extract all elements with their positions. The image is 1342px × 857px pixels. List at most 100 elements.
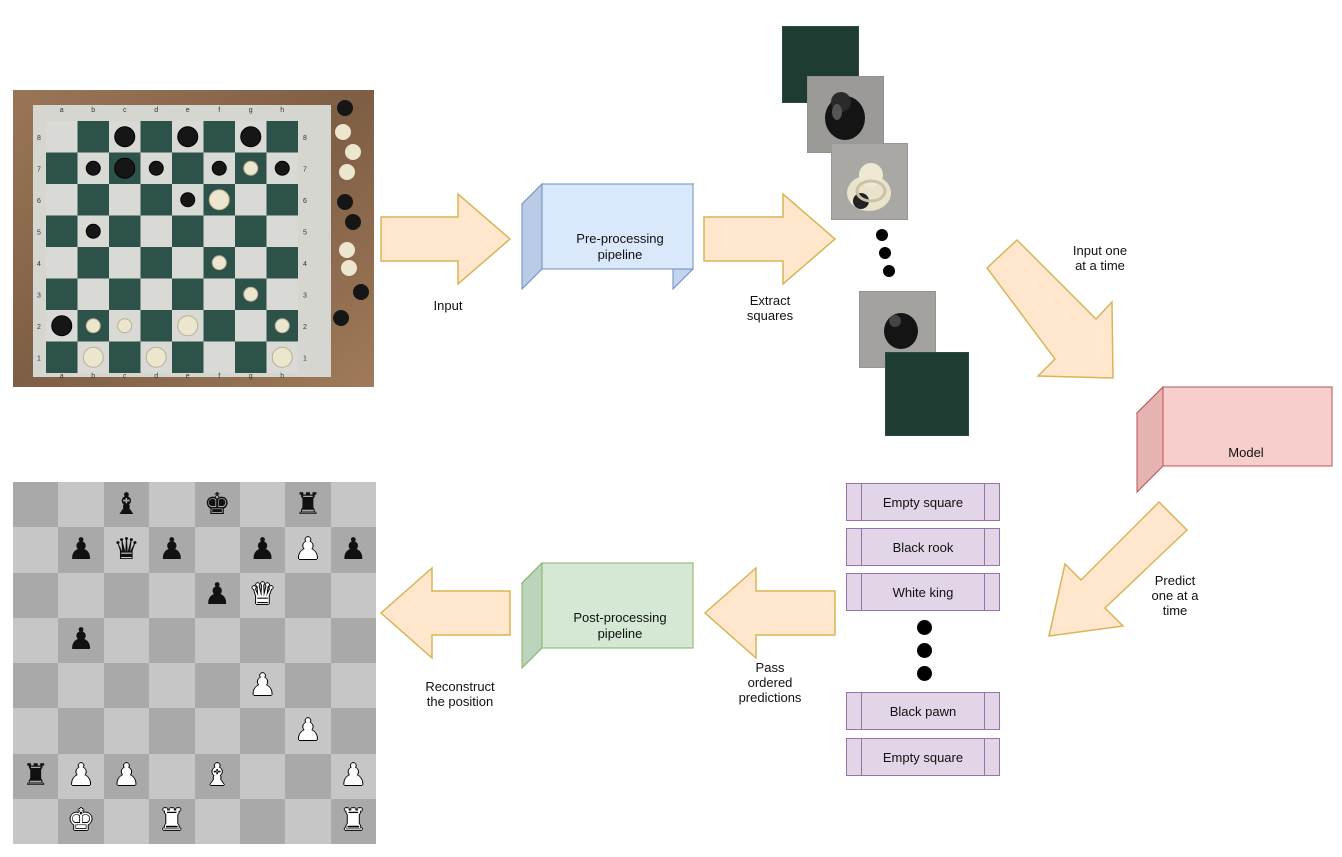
photo-black-piece: [85, 160, 101, 176]
label-predict: Predict one at a time: [1151, 573, 1199, 618]
board-square: [285, 663, 331, 709]
board-square: [58, 617, 104, 663]
photo-rank-label: 2: [37, 324, 41, 331]
photo-square: [172, 341, 204, 373]
label-input: Input: [433, 298, 463, 313]
white-queen-icon: ♛: [249, 577, 277, 613]
board-square: [58, 663, 104, 709]
photo-square: [203, 278, 235, 310]
captured-piece: [333, 310, 349, 326]
photo-rank-label: 4: [37, 261, 41, 268]
board-square: [330, 527, 376, 573]
board-square: [149, 482, 195, 528]
photo-rank-label: 6: [303, 198, 307, 205]
board-square: [13, 798, 59, 844]
photo-square: [140, 184, 172, 216]
arrow-input: [380, 192, 512, 286]
white-rook-icon: ♜: [339, 803, 367, 839]
board-square: [13, 482, 59, 528]
ellipsis-dot: [917, 643, 932, 658]
arrow-input-one: [985, 238, 1114, 379]
photo-file-label: b: [91, 107, 95, 114]
prediction-item: Empty square: [846, 483, 1000, 521]
post-processing-label: Post-processing pipeline: [573, 610, 667, 641]
photo-square: [172, 215, 204, 247]
black-pawn-icon: ♟: [249, 531, 277, 567]
photo-square: [266, 247, 298, 279]
captured-piece: [337, 194, 353, 210]
board-square: [194, 663, 240, 709]
photo-white-piece: [85, 318, 101, 334]
reconstructed-board: ♝♚♜♟♛♟♟♟♟♟♛♟♟♟♜♟♟♝♟♚♜♜: [13, 482, 376, 844]
photo-square: [109, 215, 141, 247]
model-box: [1136, 386, 1334, 494]
square-empty-2: [885, 352, 969, 436]
white-pawn-icon: ♟: [112, 758, 140, 794]
photo-square: [140, 310, 172, 342]
photo-file-label: d: [154, 373, 158, 380]
black-pawn-icon: ♟: [203, 577, 231, 613]
board-square: [194, 708, 240, 754]
photo-white-piece: [243, 286, 259, 302]
photo-file-label: e: [186, 107, 190, 114]
white-rook-icon: ♜: [158, 803, 186, 839]
white-pawn-icon: ♟: [339, 758, 367, 794]
board-square: [330, 753, 376, 799]
board-square: [13, 663, 59, 709]
black-pawn-icon: ♟: [339, 531, 367, 567]
black-bishop-icon: ♝: [112, 486, 140, 522]
photo-file-label: h: [280, 373, 284, 380]
board-square: [330, 798, 376, 844]
board-square: [103, 527, 150, 573]
board-square: [194, 527, 240, 573]
photo-black-piece: [114, 126, 136, 148]
photo-square: [172, 152, 204, 184]
prediction-item: Black rook: [846, 528, 1000, 566]
photo-square: [46, 121, 78, 153]
photo-black-piece: [148, 160, 164, 176]
photo-rank-label: 4: [303, 261, 307, 268]
photo-square: [46, 184, 78, 216]
photo-white-piece: [117, 318, 133, 334]
board-square: [103, 708, 150, 754]
photo-square: [235, 247, 267, 279]
photo-file-label: g: [249, 107, 253, 114]
board-square: [239, 527, 286, 573]
board-square: [13, 572, 59, 618]
board-square: [13, 527, 59, 573]
photo-file-label: f: [218, 373, 220, 380]
board-square: [103, 572, 150, 618]
photo-square: [140, 247, 172, 279]
photo-square: [235, 184, 267, 216]
board-square: [239, 572, 286, 618]
photo-white-piece: [274, 318, 290, 334]
photo-square: [266, 184, 298, 216]
photo-rank-label: 2: [303, 324, 307, 331]
arrow-extract: [703, 192, 837, 286]
prediction-item: Black pawn: [846, 692, 1000, 730]
photo-square: [266, 121, 298, 153]
board-square: [58, 708, 104, 754]
photo-file-label: f: [218, 107, 220, 114]
pre-processing-label: Pre-processing pipeline: [576, 231, 664, 262]
captured-piece: [345, 144, 361, 160]
photo-square: [140, 215, 172, 247]
board-square: [13, 753, 59, 799]
board-square: [285, 708, 331, 754]
photo-square: [109, 247, 141, 279]
photo-square: [46, 152, 78, 184]
photo-file-label: h: [280, 107, 284, 114]
board-square: [103, 753, 150, 799]
board-square: [149, 527, 195, 573]
board-square: [13, 617, 59, 663]
photo-rank-label: 5: [37, 229, 41, 236]
label-extract: Extract squares: [746, 293, 794, 323]
photo-file-label: c: [123, 373, 127, 380]
board-square: [330, 482, 376, 528]
photo-square: [140, 278, 172, 310]
photo-white-piece: [177, 315, 199, 337]
photo-file-label: a: [60, 373, 64, 380]
photo-square: [46, 278, 78, 310]
captured-piece: [335, 124, 351, 140]
